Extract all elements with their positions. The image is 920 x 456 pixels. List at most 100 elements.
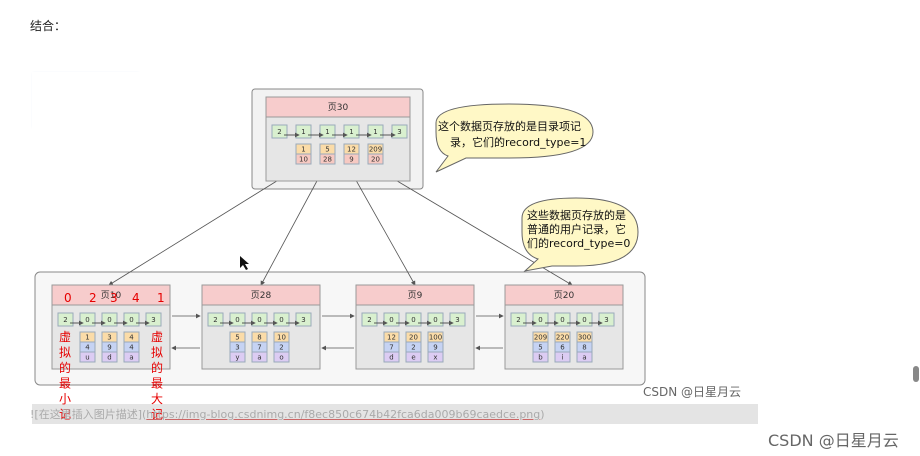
root-page-type-cell [271, 124, 288, 139]
leaf-page-2-col1-value: 2 [279, 344, 283, 352]
pointer-line [260, 165, 326, 286]
leaf-page-1-title: 页10 [101, 290, 122, 301]
annotation-max-record-char: 的 [151, 360, 163, 375]
root-page-type-value: 1 [349, 128, 353, 136]
leaf-page-3-col1-value: 2 [411, 344, 415, 352]
leaf-page-3-id-value: 12 [387, 334, 396, 342]
root-page-type-value: 2 [277, 128, 281, 136]
leaf-page-4-col1-value: 8 [582, 344, 586, 352]
leaf-page-1-id-value: 1 [85, 334, 89, 342]
leaf-page-1-type-value: 3 [151, 316, 155, 324]
user-bubble-text: 这些数据页存放的是 [527, 208, 626, 222]
leaf-page-2-type-value: 3 [301, 316, 305, 324]
root-page-pagenum-value: 10 [299, 156, 308, 164]
leaf-page-3-type-cell [361, 312, 378, 327]
leaf-page-2-type-value: 2 [213, 316, 217, 324]
annotation-number: 0 [64, 291, 72, 305]
root-page-type-value: 1 [301, 128, 305, 136]
leaf-page-4-col2-value: i [562, 354, 564, 362]
leaf-page-3-id-value: 100 [429, 334, 442, 342]
annotation-number: 4 [132, 291, 140, 305]
leaf-page-1-col2-cell [79, 351, 96, 363]
annotation-number: 3 [110, 291, 118, 305]
leaf-page-4-col2-cell [554, 351, 571, 363]
user-bubble [521, 197, 639, 272]
leaf-page-3-title: 页9 [408, 290, 423, 301]
root-page-pagenum-cell [367, 153, 384, 165]
leaf-page-1-col1-value: 4 [85, 344, 90, 352]
root-page-pagenum-cell [295, 153, 312, 165]
leaf-page-3-col2-cell [383, 351, 400, 363]
leaf-page-2-id-value: 5 [235, 334, 239, 342]
leaf-page-2-col2-cell [273, 351, 290, 363]
leaf-page-4-id-value: 209 [534, 334, 547, 342]
leaf-page-2-col2-value: a [257, 354, 261, 362]
page-watermark: CSDN @日星月云 [768, 431, 899, 450]
leaf-page-3-id-value: 20 [409, 334, 418, 342]
leaf-page-3-col2-value: x [433, 354, 437, 362]
leaf-page-4-type-cell [510, 312, 527, 327]
leaf-page-4-col1-value: 5 [538, 344, 542, 352]
directory-bubble-text: 录，它们的record_type=1 [450, 135, 586, 149]
leaf-page-1-id-value: 4 [129, 334, 134, 342]
root-page-pagenum-cell [343, 153, 360, 165]
mouse-cursor-icon [240, 256, 249, 270]
caption-link[interactable]: https://img-blog.csdnimg.cn/f8ec850c674b… [146, 408, 541, 421]
section-heading: 结合： [30, 19, 67, 33]
annotation-max-record-char: 大 [151, 392, 163, 406]
leaf-page-4-type-value: 0 [538, 316, 542, 324]
user-bubble-text: 们的record_type=0 [527, 236, 630, 250]
leaf-page-1-col2-value: u [85, 354, 89, 362]
leaf-page-4-header [504, 284, 624, 306]
annotation-min-record-char: 记 [59, 408, 71, 422]
annotation-min-record-char: 小 [59, 392, 71, 406]
leaf-page-4-id-value: 220 [556, 334, 569, 342]
leaf-page-1-col2-value: d [107, 354, 111, 362]
leaf-page-3-type-value: 0 [389, 316, 393, 324]
root-page-pagenum-cell [319, 153, 336, 165]
leaf-page-3-type-value: 0 [411, 316, 415, 324]
leaf-page-4-title: 页20 [554, 290, 575, 301]
leaf-page-1-col1-value: 4 [129, 344, 134, 352]
annotation-min-record-char: 拟 [59, 346, 71, 360]
root-page-title: 页30 [328, 102, 349, 113]
scrollbar-thumb[interactable] [913, 366, 919, 382]
leaf-page-3-col2-cell [427, 351, 444, 363]
leaf-page-4-id-value: 300 [578, 334, 591, 342]
leaf-page-3-col1-value: 7 [389, 344, 393, 352]
leaf-page-2-type-value: 0 [279, 316, 283, 324]
annotation-max-record-char: 最 [151, 377, 163, 391]
leaf-page-2-col2-value: o [279, 354, 283, 362]
leaf-page-4-col2-cell [532, 351, 549, 363]
leaf-page-2-id-value: 10 [277, 334, 286, 342]
leaf-page-3-type-value: 2 [367, 316, 371, 324]
leaf-page-3-header [355, 284, 475, 306]
leaf-page-4-col2-value: a [582, 354, 586, 362]
leaf-page-2-type-value: 0 [235, 316, 239, 324]
annotation-max-record-char: 记 [151, 408, 163, 422]
leaf-page-1-type-value: 2 [63, 316, 67, 324]
leaf-page-1-col2-value: a [129, 354, 133, 362]
leaf-page-2-type-cell [207, 312, 224, 327]
annotation-max-record-char: 虚 [151, 330, 163, 344]
leaf-page-2-header [201, 284, 321, 306]
caption-prefix: ![在这里插入图片描述]( [30, 408, 147, 421]
annotation-number: 1 [157, 291, 165, 305]
pointer-line [347, 165, 416, 286]
annotation-max-record-char: 拟 [151, 346, 163, 360]
leaf-page-4-col2-cell [576, 351, 593, 363]
root-page-pagenum-value: 28 [323, 156, 332, 164]
root-page-type-value: 1 [325, 128, 329, 136]
image-markdown-caption: ![在这里插入图片描述](https://img-blog.csdnimg.cn… [30, 406, 545, 422]
annotation-min-record-char: 最 [59, 377, 71, 391]
root-page-type-value: 1 [373, 128, 377, 136]
root-page-key-value: 12 [347, 146, 356, 154]
image-watermark: CSDN @日星月云 [643, 385, 742, 399]
leaf-page-1-type-value: 0 [85, 316, 89, 324]
root-page-key-value: 209 [369, 146, 382, 154]
leaf-page-4-col1-value: 6 [560, 344, 565, 352]
annotation-min-record-char: 虚 [59, 330, 71, 344]
directory-bubble-text: 这个数据页存放的是目录项记 [438, 119, 581, 133]
leaf-page-4-type-value: 3 [604, 316, 608, 324]
